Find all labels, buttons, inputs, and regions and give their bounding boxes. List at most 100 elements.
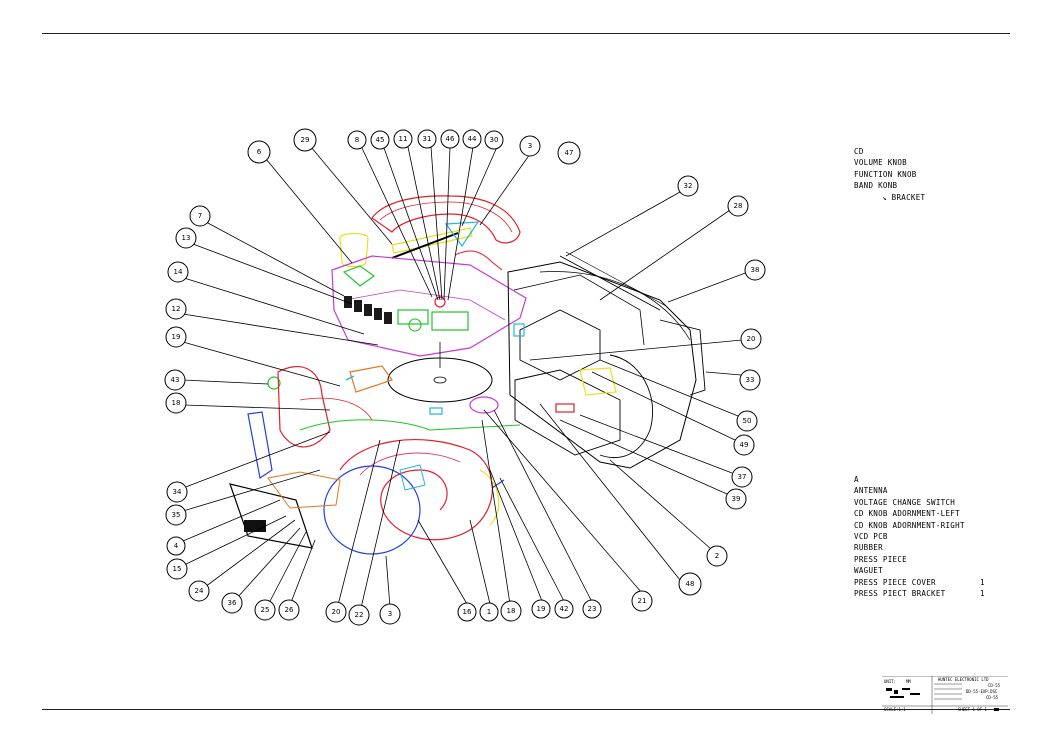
title-block-grid [882, 676, 1008, 714]
model-number-2: CD-55 [986, 695, 999, 700]
svg-text:24: 24 [195, 587, 204, 595]
svg-text:3: 3 [388, 610, 392, 618]
svg-text:19: 19 [537, 605, 546, 613]
svg-text:20: 20 [747, 335, 756, 343]
svg-text:30: 30 [490, 136, 499, 144]
bottom-border-line [42, 709, 1010, 710]
svg-text:36: 36 [228, 599, 237, 607]
callout-39: 39 [725, 488, 747, 510]
legend-item: CD [854, 147, 864, 156]
svg-text:11: 11 [399, 135, 408, 143]
parts-legend-top: CD VOLUME KNOB FUNCTION KNOB BAND KONB ↘… [854, 146, 925, 203]
svg-text:19: 19 [172, 333, 181, 341]
svg-text:15: 15 [173, 565, 182, 573]
svg-text:18: 18 [507, 607, 516, 615]
svg-text:22: 22 [355, 611, 364, 619]
callout-44: 44 [462, 129, 482, 149]
callout-2: 2 [706, 545, 728, 567]
callout-47: 47 [557, 141, 581, 165]
sheet-label: SHEET 1 OF 1 [958, 707, 987, 712]
scale-label: SCALE:1:1 [884, 707, 906, 712]
svg-text:13: 13 [182, 234, 191, 242]
legend-item-qty: 1 [980, 577, 985, 587]
callout-21: 21 [631, 590, 653, 612]
legend-item: BAND KONB [854, 181, 898, 191]
svg-text:39: 39 [732, 495, 741, 503]
legend-item: A [854, 475, 859, 484]
model-number: CD-55 [988, 683, 1001, 688]
callout-3-top: 3 [519, 135, 541, 157]
svg-text:47: 47 [565, 149, 574, 157]
callout-19-left: 19 [165, 326, 187, 348]
top-border-line [42, 33, 1010, 34]
callout-43: 43 [164, 369, 186, 391]
callout-50: 50 [736, 410, 758, 432]
callout-1: 1 [479, 602, 499, 622]
svg-text:49: 49 [740, 441, 749, 449]
legend-item-label: PRESS PIECT BRACKET [854, 589, 946, 599]
leader-lines [181, 146, 749, 609]
svg-text:28: 28 [734, 202, 743, 210]
legend-item: VCD PCB [854, 532, 888, 542]
callout-38: 38 [744, 259, 766, 281]
callout-32: 32 [677, 175, 699, 197]
callout-46: 46 [440, 129, 460, 149]
callout-29: 29 [293, 128, 317, 152]
callout-30: 30 [484, 130, 504, 150]
callout-49: 49 [733, 434, 755, 456]
callout-48: 48 [678, 572, 702, 596]
svg-text:14: 14 [174, 268, 183, 276]
callout-42: 42 [554, 599, 574, 619]
legend-item: ↘ BRACKET [882, 192, 926, 202]
legend-item: FUNCTION KNOB [854, 169, 917, 179]
svg-text:2: 2 [715, 552, 719, 560]
svg-text:8: 8 [355, 136, 359, 144]
callout-36: 36 [221, 592, 243, 614]
legend-item: WAGUET [854, 566, 883, 576]
svg-text:50: 50 [743, 417, 752, 425]
svg-text:20: 20 [332, 608, 341, 616]
svg-text:18: 18 [172, 399, 181, 407]
legend-item: VOLUME KNOB [854, 158, 907, 168]
unit-value: MM [906, 679, 911, 684]
callout-12: 12 [165, 298, 187, 320]
svg-text:12: 12 [172, 305, 181, 313]
svg-text:26: 26 [285, 606, 294, 614]
title-block: UNIT: MM HUNTEC ELECTRONIC LTD CD-55 DD-… [882, 676, 1008, 714]
callout-35: 35 [165, 504, 187, 526]
callout-31: 31 [417, 129, 437, 149]
callout-37: 37 [731, 466, 753, 488]
legend-item: CD KNOB ADORNMENT-LEFT [854, 509, 960, 519]
company-name: HUNTEC ELECTRONIC LTD [938, 677, 989, 682]
unit-label: UNIT: [884, 679, 897, 684]
drawing-number: DD-55-EXP.DSC [966, 689, 998, 694]
callout-19-bottom: 19 [531, 599, 551, 619]
svg-text:4: 4 [174, 542, 179, 550]
callout-16: 16 [457, 602, 477, 622]
svg-text:6: 6 [257, 148, 262, 156]
svg-text:45: 45 [376, 136, 385, 144]
svg-text:38: 38 [751, 266, 760, 274]
svg-text:16: 16 [463, 608, 472, 616]
callout-45: 45 [370, 130, 390, 150]
callout-24: 24 [188, 580, 210, 602]
svg-text:43: 43 [171, 376, 180, 384]
callout-6: 6 [247, 140, 271, 164]
svg-text:3: 3 [528, 142, 532, 150]
callout-28: 28 [727, 195, 749, 217]
svg-text:25: 25 [261, 606, 270, 614]
callout-20-bottom: 20 [325, 601, 347, 623]
svg-text:42: 42 [560, 605, 569, 613]
callout-18-bottom: 18 [500, 600, 522, 622]
callout-18-left: 18 [165, 392, 187, 414]
callout-7: 7 [189, 205, 211, 227]
svg-text:7: 7 [198, 212, 202, 220]
svg-text:37: 37 [738, 473, 747, 481]
callout-25: 25 [254, 599, 276, 621]
svg-text:1: 1 [487, 608, 491, 616]
callout-34: 34 [166, 481, 188, 503]
callout-23: 23 [582, 599, 602, 619]
callout-8: 8 [347, 130, 367, 150]
callout-15: 15 [166, 558, 188, 580]
